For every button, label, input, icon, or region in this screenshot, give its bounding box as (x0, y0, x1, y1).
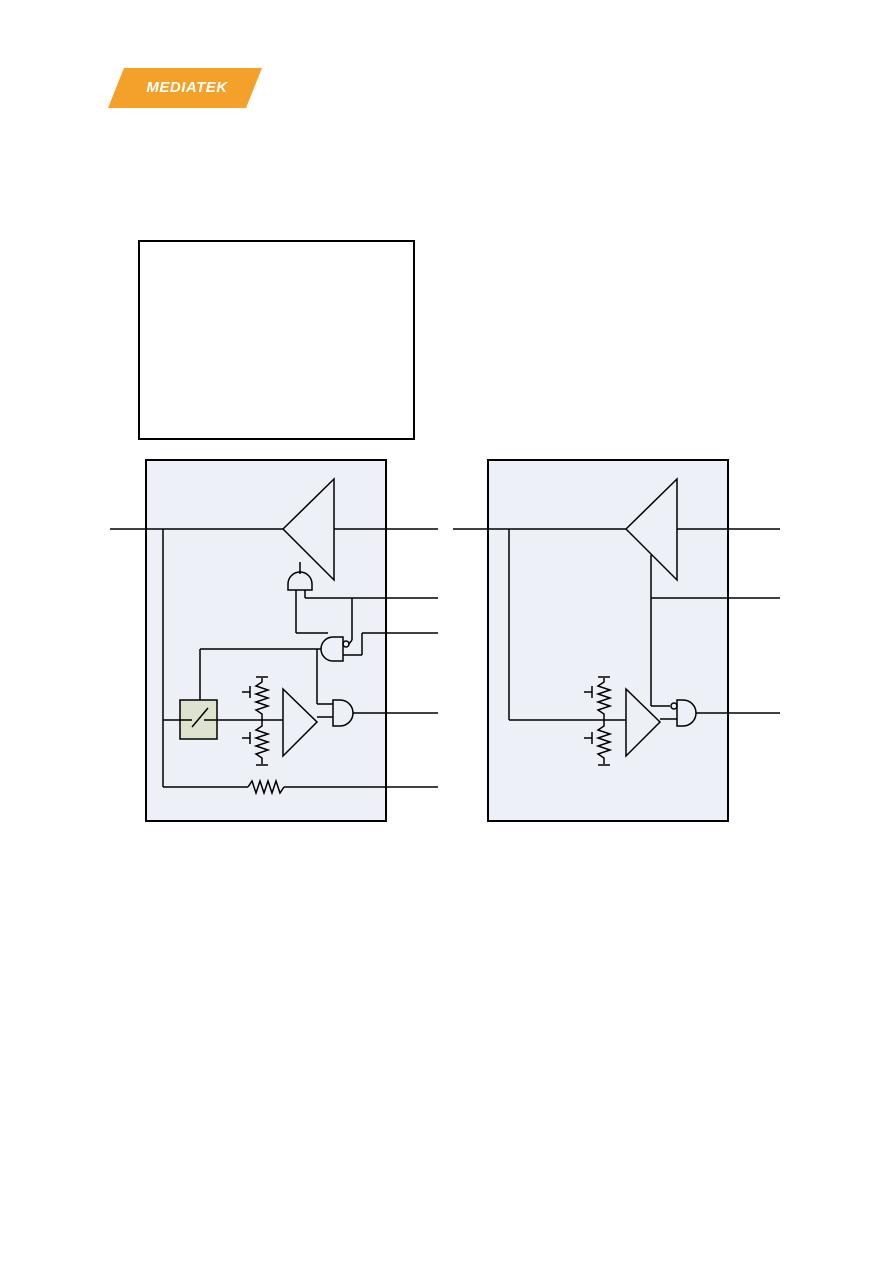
left-block (110, 459, 438, 822)
switch-blade (191, 707, 209, 728)
and-gate-icon (320, 636, 344, 662)
opamp-icon (282, 687, 319, 758)
opamp-icon (625, 687, 662, 758)
logo-parallelogram (108, 68, 262, 108)
resistor-icon (595, 720, 613, 764)
mediatek-logo (108, 68, 262, 108)
and-gate-icon (332, 699, 354, 727)
and-mid-input-a (348, 639, 353, 645)
inverter-bubble (670, 702, 678, 710)
and-gate-icon (287, 571, 313, 591)
logo-text: MEDIATEK (146, 79, 228, 96)
resistor-icon (247, 778, 285, 796)
resistor-icon (253, 678, 271, 720)
resistor-icon (253, 720, 271, 764)
right-block (453, 459, 780, 822)
left-block-frame (145, 459, 387, 822)
resistor-icon (595, 678, 613, 720)
caption-box (138, 240, 415, 440)
and-gate-icon (676, 699, 697, 727)
right-block-frame (487, 459, 729, 822)
